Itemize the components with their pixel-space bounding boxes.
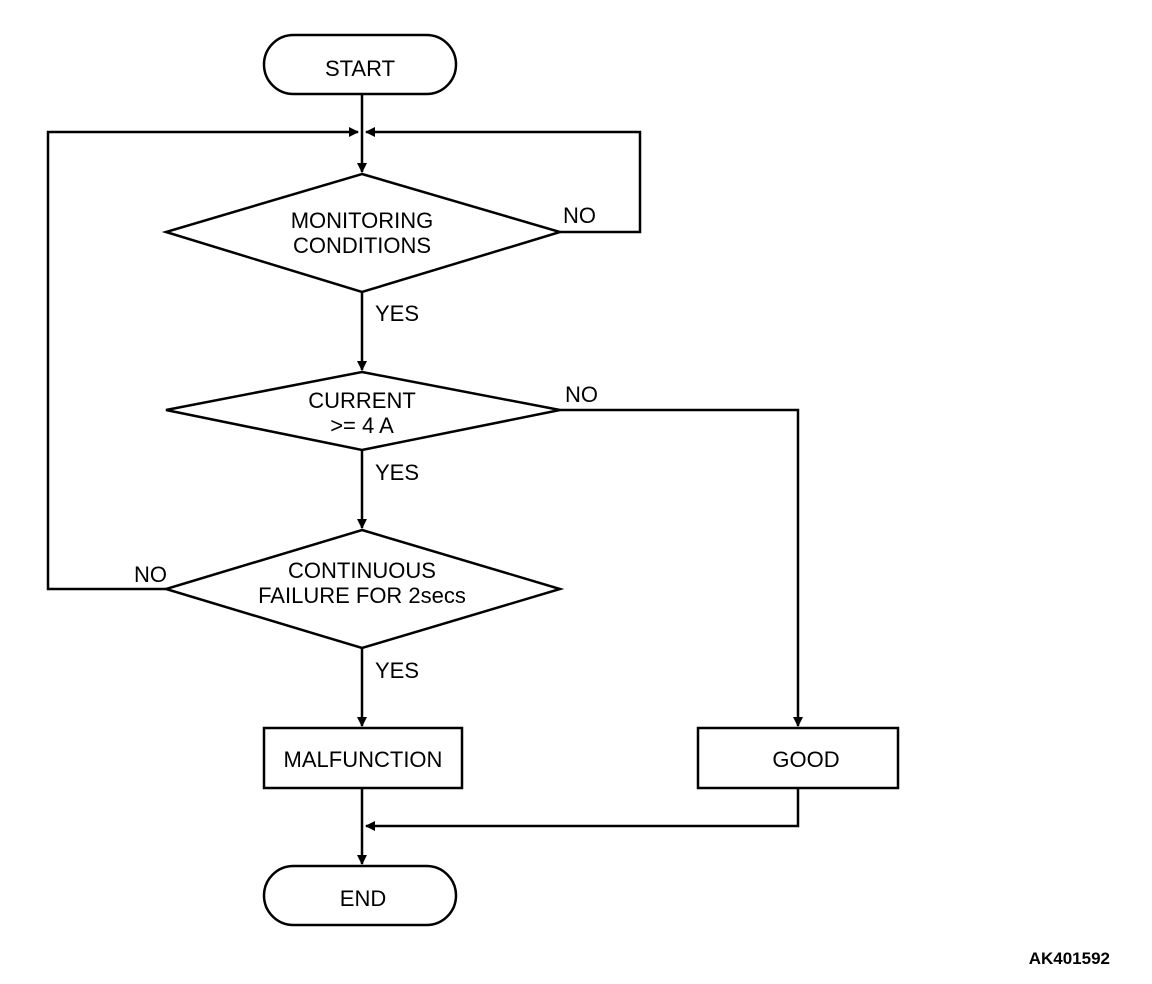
decision-1-line2: CONDITIONS [293,233,431,258]
good-label: GOOD [772,747,839,772]
arrow-good-to-end [365,788,800,831]
decision-3-line2: FAILURE FOR 2secs [258,583,466,608]
decision-2-line2: >= 4 A [330,413,394,438]
decision-1-no-label: NO [563,203,596,228]
decision-2-line1: CURRENT [308,388,416,413]
decision-1-yes-label: YES [375,301,419,326]
start-terminal: START [262,33,458,96]
decision-2-no-label: NO [565,382,598,407]
start-label: START [325,56,395,81]
malfunction-label: MALFUNCTION [284,747,443,772]
decision-3-no-label: NO [134,562,167,587]
decision-3-line1: CONTINUOUS [288,558,436,583]
decision-1-line1: MONITORING [291,208,434,233]
end-label: END [340,886,386,911]
decision-current: CURRENT >= 4 A NO YES [165,370,598,485]
decision-monitoring-conditions: MONITORING CONDITIONS NO YES [161,172,596,326]
end-terminal: END [262,864,458,927]
connectors [46,94,803,865]
malfunction-box: MALFUNCTION [262,726,464,790]
arrow-monitoring-no-loop [365,127,642,234]
arrow-current-no [560,408,803,727]
figure-id: AK401592 [1029,949,1110,968]
decision-continuous-failure: CONTINUOUS FAILURE FOR 2secs NO YES [134,528,565,683]
decision-3-yes-label: YES [375,658,419,683]
decision-2-yes-label: YES [375,460,419,485]
arrow-continuous-no-loop [46,127,359,591]
good-box: GOOD [696,726,900,790]
